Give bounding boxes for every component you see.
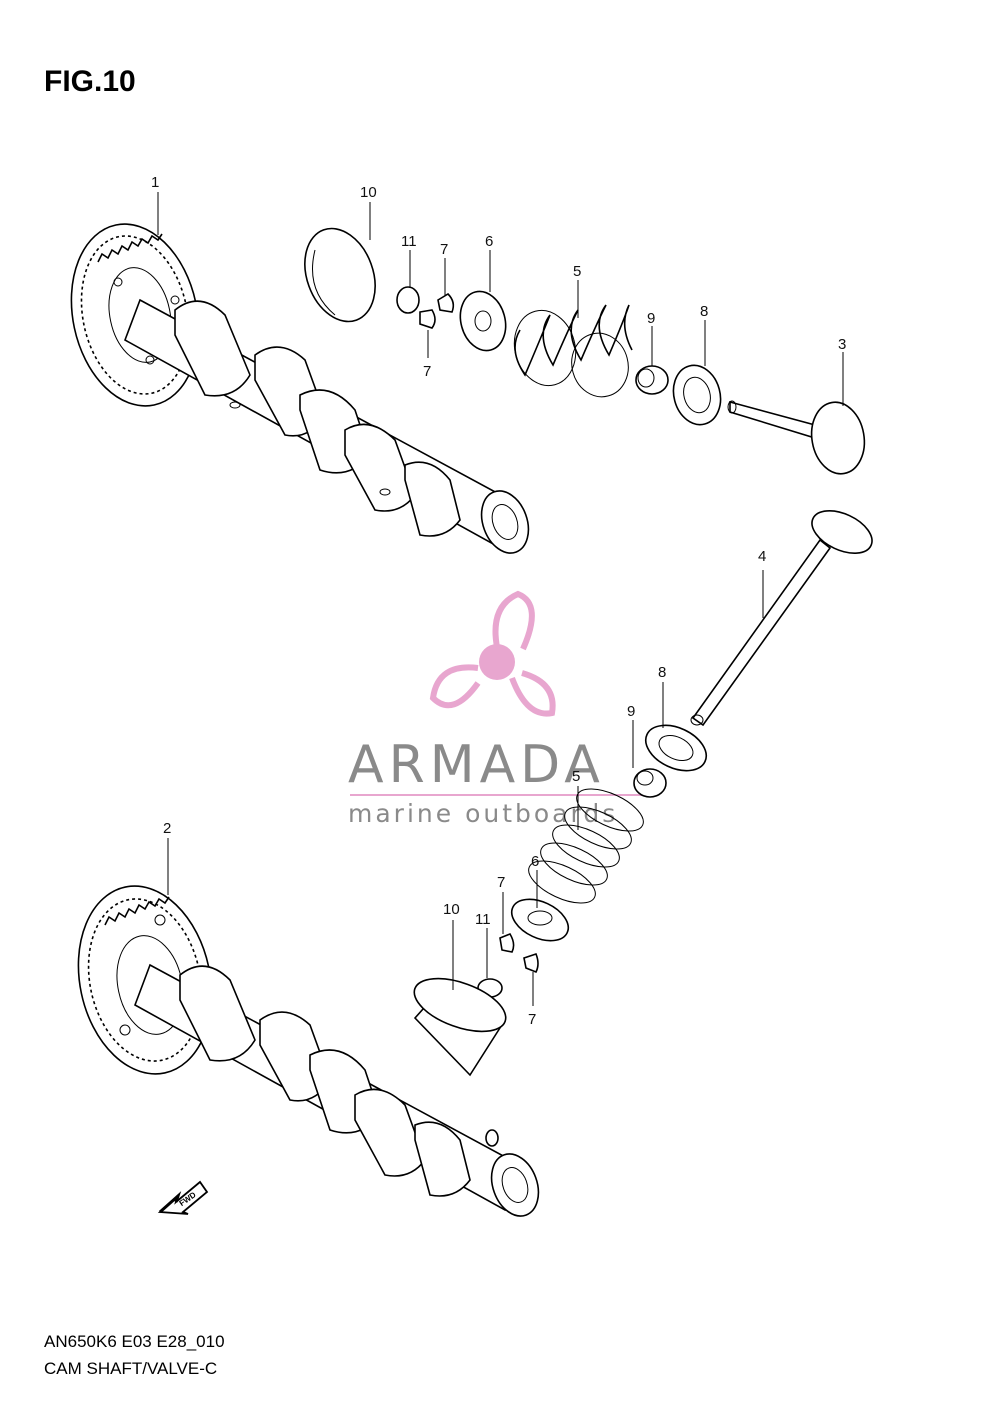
- watermark-brand: ARMADA: [348, 735, 605, 795]
- leaders-upper: [157, 192, 844, 406]
- callout-part-6-lower: 6: [531, 853, 539, 870]
- figure-code: AN650K6 E03 E28_010: [44, 1332, 225, 1351]
- tappet-lower: [413, 977, 507, 1077]
- camshaft-upper: [70, 223, 530, 554]
- callout-part-7-lower-b: 7: [528, 1011, 536, 1028]
- cotters-lower: [499, 933, 539, 974]
- callout-part-4: 4: [758, 548, 766, 565]
- callout-part-6: 6: [485, 233, 493, 250]
- cotters-upper: [419, 292, 455, 329]
- callout-part-5: 5: [573, 263, 581, 280]
- armada-watermark: ARMADA marine outboards: [348, 590, 650, 828]
- spring-lower: [528, 788, 644, 904]
- figure-caption: CAM SHAFT/VALVE-C: [44, 1359, 217, 1378]
- camshaft-lower: [77, 885, 540, 1217]
- callout-part-1: 1: [151, 174, 159, 191]
- propeller-logo-icon: [429, 590, 556, 717]
- stem-seal-lower: [633, 768, 667, 798]
- spring-seat-lower: [644, 724, 708, 772]
- leaders-lower: [167, 570, 764, 1006]
- callout-part-8: 8: [700, 303, 708, 320]
- callout-part-10-lower: 10: [443, 901, 460, 918]
- spring-seat-upper: [672, 364, 722, 426]
- retainer-lower: [510, 898, 570, 942]
- stem-seal-upper: [635, 365, 669, 395]
- callout-part-3: 3: [838, 336, 846, 353]
- retainer-upper: [459, 290, 507, 352]
- callout-part-8-lower: 8: [658, 664, 666, 681]
- callout-part-9-lower: 9: [627, 703, 635, 720]
- callout-part-2: 2: [163, 820, 171, 837]
- callout-part-7-lower-a: 7: [497, 874, 505, 891]
- tappet-upper: [304, 227, 376, 323]
- valve-upper: [727, 400, 866, 475]
- shim-upper: [396, 286, 420, 314]
- valve-lower: [690, 510, 873, 727]
- callout-part-9: 9: [647, 310, 655, 327]
- callout-part-11-lower: 11: [475, 911, 491, 928]
- callout-part-7-lower: 7: [423, 363, 431, 380]
- callout-part-5-lower: 5: [572, 768, 580, 785]
- spring-upper: [513, 304, 633, 398]
- watermark-tagline: marine outboards: [348, 799, 618, 828]
- callout-part-7: 7: [440, 241, 448, 258]
- fwd-arrow-icon: FWD: [157, 1180, 209, 1215]
- figure-title: FIG.10: [44, 65, 136, 98]
- callout-part-11: 11: [401, 233, 417, 250]
- callout-part-10: 10: [360, 184, 377, 201]
